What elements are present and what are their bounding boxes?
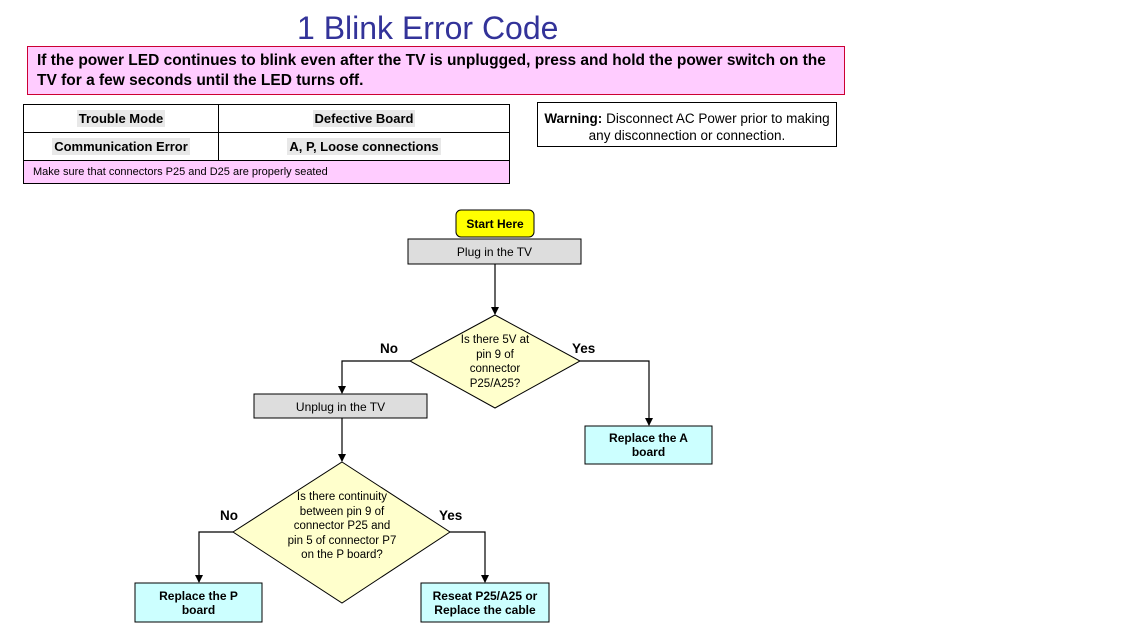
header-defective-board: Defective Board <box>218 104 510 133</box>
header-defective-board-label: Defective Board <box>312 110 416 127</box>
header-trouble-mode-label: Trouble Mode <box>76 110 166 127</box>
decision-5v-yes: Yes <box>572 341 596 356</box>
defective-board-value: A, P, Loose connections <box>287 138 441 155</box>
table-row: Communication Error A, P, Loose connecti… <box>23 132 510 161</box>
replace-a-box <box>584 425 713 465</box>
trouble-table: Trouble Mode Defective Board Communicati… <box>23 104 510 184</box>
connector-note: Make sure that connectors P25 and D25 ar… <box>23 160 510 184</box>
decision-continuity-diamond <box>232 461 451 604</box>
cell-trouble-mode: Communication Error <box>23 132 219 161</box>
power-led-notice: If the power LED continues to blink even… <box>27 46 845 95</box>
reseat-box <box>420 582 550 623</box>
warning-label: Warning: <box>544 111 603 126</box>
plug-in-label: Plug in the TV <box>456 245 533 259</box>
decision-5v-label: Is there 5V at pin 9 of connector P25/A2… <box>460 334 530 390</box>
table-row: Make sure that connectors P25 and D25 ar… <box>23 160 510 184</box>
decision-continuity-label: Is there continuity between pin 9 of con… <box>287 491 397 561</box>
trouble-mode-value: Communication Error <box>52 138 190 155</box>
unplug-box <box>253 393 428 419</box>
connector-line <box>580 360 653 426</box>
cell-defective-board: A, P, Loose connections <box>218 132 510 161</box>
page-title: 1 Blink Error Code <box>297 10 559 46</box>
connector-line <box>338 360 410 394</box>
decision-5v-no: No <box>380 341 398 356</box>
start-here-box <box>455 209 535 238</box>
replace-p-box <box>134 582 263 623</box>
decision-continuity-yes: Yes <box>439 508 463 523</box>
decision-5v-diamond <box>408 314 582 409</box>
unplug-label: Unplug in the TV <box>295 400 386 414</box>
warning-box: Warning: Disconnect AC Power prior to ma… <box>537 102 837 147</box>
warning-text: Disconnect AC Power prior to making any … <box>588 111 830 143</box>
reseat-label: Reseat P25/A25 or Replace the cable <box>432 589 538 617</box>
connector-line <box>195 531 233 583</box>
connector-line <box>450 531 489 583</box>
decision-continuity-no: No <box>220 508 238 523</box>
start-here-label: Start Here <box>466 217 524 231</box>
replace-a-label: Replace the A board <box>609 431 688 459</box>
plug-in-box <box>407 238 582 265</box>
replace-p-label: Replace the P board <box>159 589 238 617</box>
table-row: Trouble Mode Defective Board <box>23 104 510 133</box>
